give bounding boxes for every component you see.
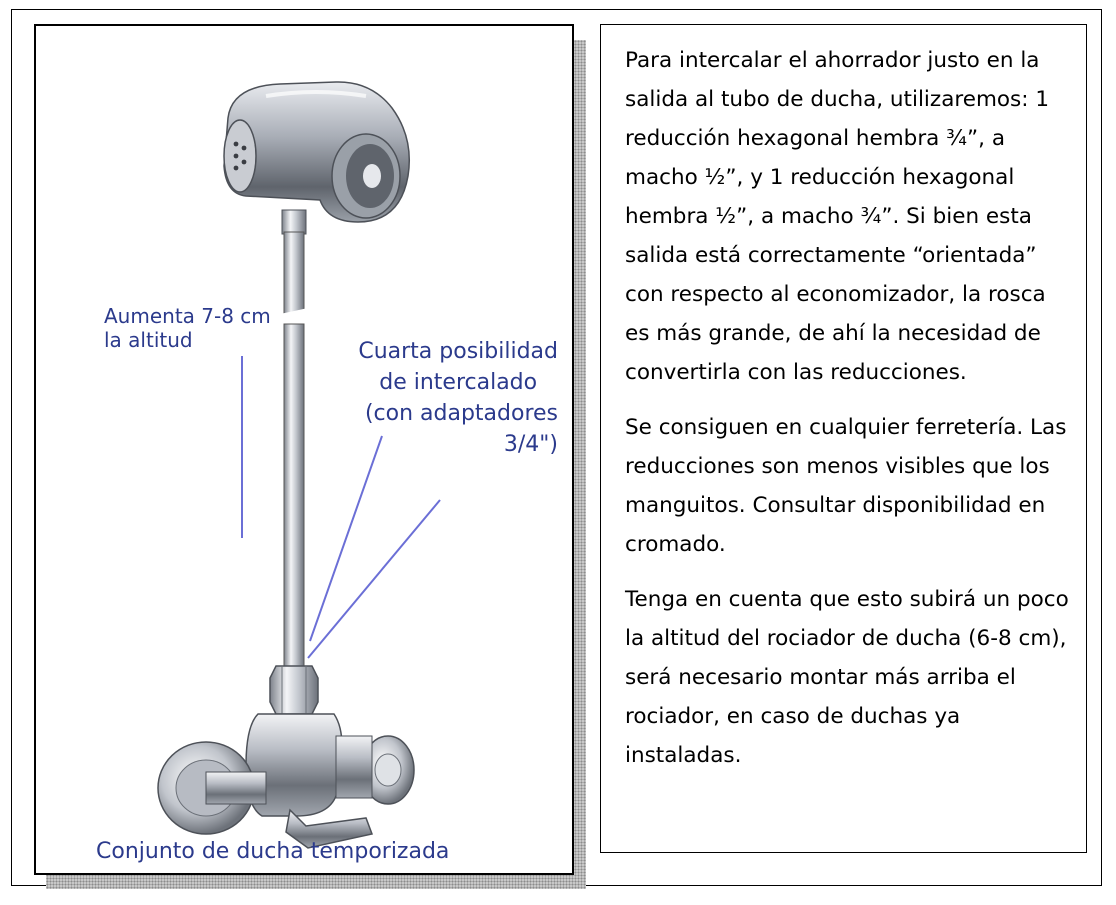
fourth-option-line3: (con adaptadores [364,401,558,426]
pointer-line-2 [307,499,441,659]
fourth-option-label: Cuarta posibilidad de intercalado (con a… [358,336,558,460]
shower-head [223,81,411,223]
paragraph-2: Se consiguen en cualquier ferretería. La… [625,415,1067,557]
annotation-lines [241,356,441,659]
valve-body [157,713,415,849]
fourth-option-line1: Cuarta posibilidad [358,339,558,364]
altitude-label-line2: la altitud [104,328,193,352]
paragraph-1: Para intercalar el ahorrador justo en la… [625,48,1050,385]
fourth-option-line4: 3/4") [503,432,558,457]
text-box: Para intercalar el ahorrador justo en la… [600,24,1087,853]
figure-box: Aumenta 7-8 cm la altitud Cuarta posibil… [34,24,574,875]
paragraph-3: Tenga en cuenta que esto subirá un poco … [625,587,1069,768]
altitude-label: Aumenta 7-8 cm la altitud [104,304,271,352]
altitude-label-line1: Aumenta 7-8 cm [104,304,271,328]
pointer-line-1 [309,435,383,642]
figure-caption: Conjunto de ducha temporizada [96,839,450,864]
hex-adaptor [269,665,319,715]
fourth-option-line2: de intercalado [379,370,538,395]
shower-assembly-illustration [157,81,441,849]
